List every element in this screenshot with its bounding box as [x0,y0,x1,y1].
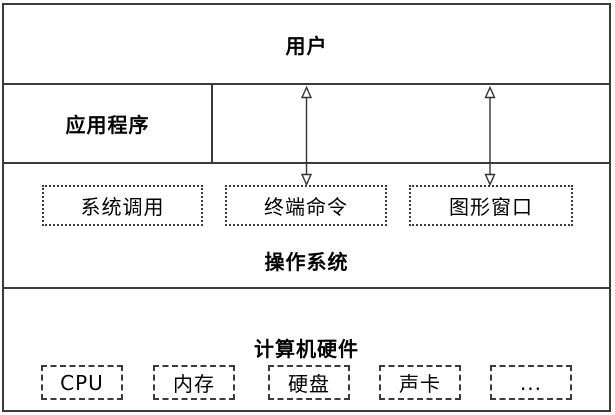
hardware-layer-label: 计算机硬件 [254,337,359,361]
os-layer-label: 操作系统 [264,250,349,274]
user-to-os-gap-area [213,85,609,162]
layer-user: 用户 [4,5,609,85]
disk-box: 硬盘 [268,365,350,400]
layer-os: 系统调用 终端命令 图形窗口 操作系统 [4,164,609,289]
other-hardware-label: ... [519,370,543,395]
terminal-command-label: 终端命令 [264,195,348,219]
cpu-label: CPU [60,370,104,395]
layer-application: 应用程序 [4,85,609,164]
soundcard-box: 声卡 [379,365,461,400]
user-layer-label: 用户 [285,33,328,58]
application-box: 应用程序 [4,85,213,162]
gui-window-box: 图形窗口 [409,185,573,226]
memory-label: 内存 [173,372,215,396]
system-call-box: 系统调用 [42,185,203,226]
other-hardware-box: ... [490,365,572,400]
gui-window-label: 图形窗口 [449,195,533,219]
diagram-frame: 用户 应用程序 系统调用 终端命令 图形窗口 操作系统 计算机硬件 [2,3,611,412]
system-call-label: 系统调用 [80,195,165,219]
cpu-box: CPU [41,365,123,400]
memory-box: 内存 [153,365,235,400]
terminal-command-box: 终端命令 [225,185,387,226]
layer-hardware: 计算机硬件 CPU 内存 硬盘 声卡 ... [4,289,609,410]
application-layer-label: 应用程序 [65,113,150,137]
disk-label: 硬盘 [288,372,330,396]
soundcard-label: 声卡 [399,372,441,396]
